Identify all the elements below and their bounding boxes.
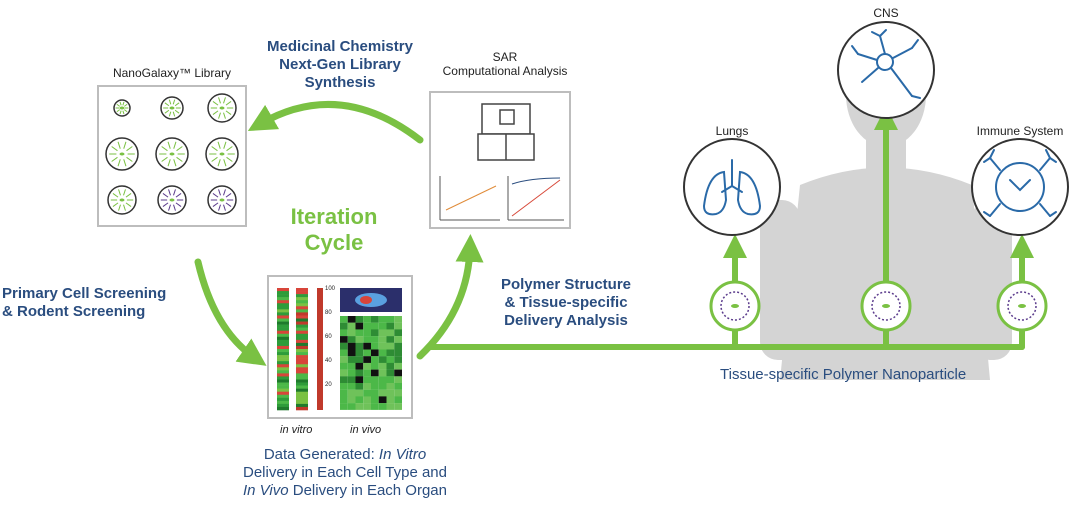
color-scale-tick: 60 (325, 334, 332, 340)
nanoparticle-badge-cns (860, 280, 912, 332)
nanoparticle-badge-lungs (709, 280, 761, 332)
iteration-line-1: Iteration (290, 204, 378, 229)
sar-scatter-plot-right (507, 176, 564, 221)
data-generated-prefix: Data Generated: (263, 446, 379, 463)
iteration-cycle-label: Iteration Cycle (270, 204, 398, 257)
polymer-analysis-label: Polymer Structure & Tissue-specific Deli… (478, 276, 654, 330)
library-nanoparticle (207, 185, 237, 215)
library-nanoparticle (105, 137, 139, 171)
color-scale-tick: 80 (325, 310, 332, 316)
arrow-data-to-sar (416, 234, 484, 360)
color-scale-tick: 100 (325, 286, 336, 292)
data-panel (267, 275, 413, 419)
sar-line-2: Computational Analysis (442, 64, 568, 79)
nanoparticle-badge-immune (996, 280, 1048, 332)
data-generated-label: Data Generated: In Vitro Delivery in Eac… (210, 446, 480, 500)
cns-target (837, 21, 935, 119)
screening-line-2: & Rodent Screening (2, 303, 146, 320)
color-scale-bar (317, 288, 323, 410)
sar-scatter-plot-left (439, 176, 500, 221)
polymer-line-1: Polymer Structure (500, 276, 632, 293)
in-vitro-heatmap-col-2 (296, 288, 308, 411)
medchem-line-2: Next-Gen Library (279, 56, 401, 73)
neuron-icon (851, 29, 921, 99)
library-nanoparticle (107, 185, 137, 215)
in-vivo-caption: in vivo (350, 424, 382, 436)
library-nanoparticle (207, 93, 237, 123)
sar-label: SAR Computational Analysis (430, 50, 580, 79)
arrow-library-to-data (194, 258, 267, 366)
library-nanoparticle (205, 137, 239, 171)
instrument-icon (477, 103, 535, 161)
color-scale-tick: 40 (325, 358, 332, 364)
polymer-line-3: Delivery Analysis (504, 312, 628, 329)
screening-label: Primary Cell Screening & Rodent Screenin… (2, 285, 202, 321)
library-title: NanoGalaxy™ Library (112, 66, 232, 80)
lungs-label: Lungs (715, 124, 749, 138)
color-scale-tick: 20 (325, 382, 332, 388)
library-nanoparticle (155, 137, 189, 171)
data-generated-in-vitro: In Vitro (378, 446, 427, 463)
library-panel (97, 85, 247, 227)
nanoparticle-label: Tissue-specific Polymer Nanoparticle (720, 366, 967, 383)
arrow-sar-to-library (247, 100, 424, 144)
library-nanoparticle (113, 99, 131, 117)
sar-line-1: SAR (492, 50, 518, 64)
medchem-label: Medicinal Chemistry Next-Gen Library Syn… (248, 38, 432, 92)
library-nanoparticle-grid (105, 93, 239, 215)
screening-line-1: Primary Cell Screening (2, 285, 167, 302)
in-vitro-caption: in vitro (280, 424, 313, 436)
polymer-line-2: & Tissue-specific (504, 294, 628, 311)
library-nanoparticle (160, 96, 184, 120)
in-vitro-heatmap-col-1 (277, 288, 289, 411)
immune-target (971, 138, 1069, 236)
lungs-icon (702, 159, 762, 216)
cns-label: CNS (873, 6, 899, 20)
medchem-line-3: Synthesis (304, 74, 376, 91)
library-nanoparticle (157, 185, 187, 215)
data-generated-line-2: Delivery in Each Cell Type and (243, 464, 447, 481)
sar-panel (429, 91, 571, 229)
immune-system-label: Immune System (976, 124, 1064, 138)
in-vivo-heatmap (340, 316, 402, 410)
data-generated-line-3: Delivery in Each Organ (288, 482, 447, 499)
lungs-target (683, 138, 781, 236)
medchem-line-1: Medicinal Chemistry (267, 38, 413, 55)
data-generated-in-vivo: In Vivo (243, 482, 289, 499)
immune-cell-icon (983, 149, 1057, 217)
iteration-line-2: Cycle (304, 230, 364, 256)
